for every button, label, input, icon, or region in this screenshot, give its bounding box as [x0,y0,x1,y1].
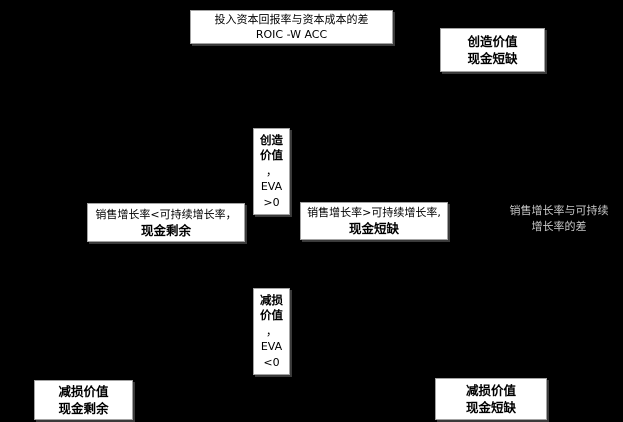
value-creation-line2: 价值 [260,148,283,163]
value-destruction-line2: 价值 [260,308,283,323]
condition-right-text: 销售增长率>可持续增长率, [307,206,441,219]
condition-left-text: 销售增长率<可持续增长率， [95,207,237,221]
condition-left-result: 现金剩余 [140,222,191,238]
quadrant-bottom-left-line1: 减损价值 [58,384,109,399]
quadrant-bottom-right-line1: 减损价值 [465,383,516,398]
vertical-axis-label-line2: ROIC -W ACC [255,28,328,41]
value-destruction-line3: ， [266,324,277,338]
quadrant-box-top-right: 创造价值 现金短缺 [440,28,545,72]
quadrant-bottom-left-line2: 现金剩余 [58,401,109,416]
value-destruction-line1: 减损 [260,292,283,307]
value-creation-line4: EVA [260,180,283,194]
quadrant-bottom-right-line2: 现金短缺 [465,400,516,415]
value-destruction-box: 减损 价值 ， EVA <0 [253,288,290,375]
quadrant-box-bottom-left: 减损价值 现金剩余 [34,380,133,420]
condition-box-left: 销售增长率<可持续增长率， 现金剩余 [87,203,245,242]
vertical-axis-label-box: 投入资本回报率与资本成本的差 ROIC -W ACC [190,10,393,44]
value-creation-line1: 创造 [260,132,283,147]
condition-right-result: 现金短缺 [348,221,399,236]
vertical-axis-label-line1: 投入资本回报率与资本成本的差 [214,13,369,26]
value-creation-line5: >0 [263,195,280,209]
condition-box-right: 销售增长率>可持续增长率, 现金短缺 [300,202,448,240]
quadrant-box-bottom-right: 减损价值 现金短缺 [435,378,547,420]
value-creation-box: 创造 价值 ， EVA >0 [253,128,290,215]
value-destruction-line4: EVA [260,340,283,354]
quadrant-top-right-line1: 创造价值 [467,34,518,49]
horizontal-axis-label: 销售增长率与可持续 增长率的差 [500,203,618,235]
value-destruction-line5: <0 [263,355,280,369]
quadrant-top-right-line2: 现金短缺 [467,51,518,66]
horizontal-axis-label-line2: 增长率的差 [531,220,587,233]
value-creation-line3: ， [266,164,277,178]
horizontal-axis-label-line1: 销售增长率与可持续 [509,204,609,217]
